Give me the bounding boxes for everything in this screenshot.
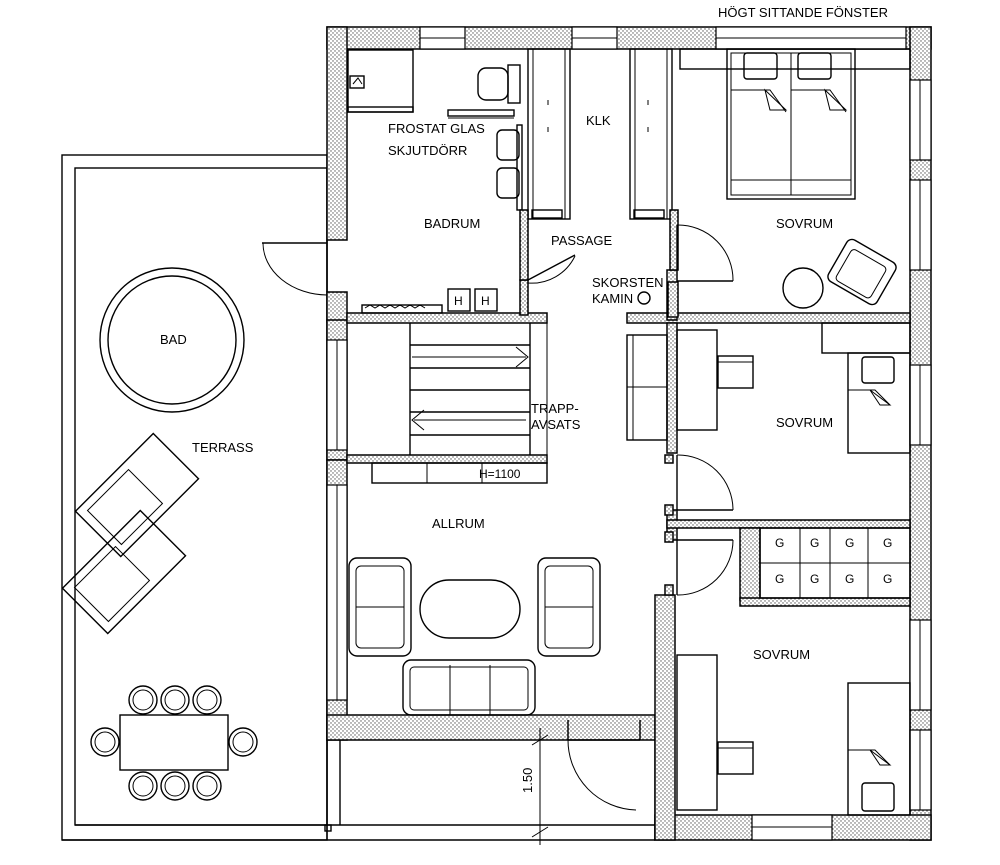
terrace-furniture bbox=[61, 267, 258, 801]
bedroom-2-label: SOVRUM bbox=[776, 415, 833, 430]
bedroom-2-furniture bbox=[676, 322, 911, 454]
doors bbox=[262, 224, 734, 811]
stair-landing-label-2: AVSATS bbox=[531, 417, 581, 432]
living-room-furniture bbox=[348, 557, 601, 716]
dimension-line bbox=[531, 728, 549, 845]
bath-label: BAD bbox=[160, 332, 187, 347]
wardrobe-label: G bbox=[883, 536, 892, 550]
bedroom-1-label: SOVRUM bbox=[776, 216, 833, 231]
stair-landing-label-1: TRAPP- bbox=[531, 401, 579, 416]
frosted-glass-label: FROSTAT GLAS bbox=[388, 121, 485, 136]
bedroom-3-label: SOVRUM bbox=[753, 647, 810, 662]
wardrobe-labels: G G G G G G G G bbox=[775, 536, 892, 586]
living-room-label: ALLRUM bbox=[432, 516, 485, 531]
klk-closet bbox=[519, 48, 679, 281]
wardrobe-label: G bbox=[883, 572, 892, 586]
bedroom-1-furniture bbox=[679, 48, 911, 309]
interior-walls bbox=[346, 269, 911, 607]
stairs bbox=[346, 322, 548, 484]
klk-label: KLK bbox=[586, 113, 611, 128]
wardrobe-label: G bbox=[810, 536, 819, 550]
bathroom-label: BADRUM bbox=[424, 216, 480, 231]
windows bbox=[326, 26, 932, 841]
sliding-door-label: SKJUTDÖRR bbox=[388, 143, 467, 158]
wardrobe-label: G bbox=[775, 572, 784, 586]
heater-label-1: H bbox=[454, 294, 463, 308]
corridor-storage bbox=[626, 334, 668, 441]
terrace-label: TERRASS bbox=[192, 440, 254, 455]
chimney-label: SKORSTEN bbox=[592, 275, 664, 290]
dimension-label: 1.50 bbox=[520, 768, 535, 793]
wardrobe-label: G bbox=[810, 572, 819, 586]
bathroom-fixtures bbox=[347, 49, 523, 314]
wardrobes bbox=[759, 527, 911, 599]
fireplace-label: KAMIN bbox=[592, 291, 633, 306]
chimney-icon bbox=[637, 291, 651, 305]
wardrobe-label: G bbox=[775, 536, 784, 550]
passage-label: PASSAGE bbox=[551, 233, 613, 248]
railing-height-label: H=1100 bbox=[479, 467, 521, 481]
high-window-label: HÖGT SITTANDE FÖNSTER bbox=[718, 5, 888, 20]
bedroom-3-furniture bbox=[676, 654, 911, 816]
wardrobe-label: G bbox=[845, 536, 854, 550]
heater-label-2: H bbox=[481, 294, 490, 308]
wardrobe-label: G bbox=[845, 572, 854, 586]
